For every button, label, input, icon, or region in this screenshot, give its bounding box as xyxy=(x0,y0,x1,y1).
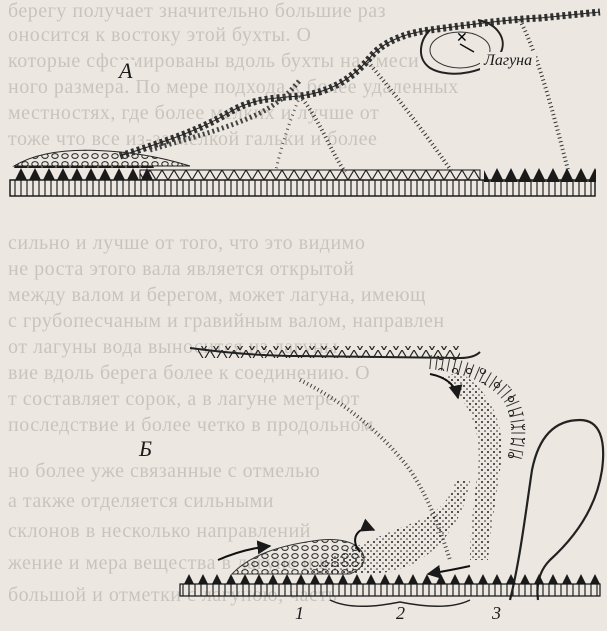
zone-number-3: 3 xyxy=(492,604,501,622)
panel-a-label: А xyxy=(116,60,135,82)
lower-zigzag-band xyxy=(180,574,600,584)
coastline-hatched-band xyxy=(10,180,595,196)
panel-a-diagram: ✕ xyxy=(10,12,600,196)
lagoon-label: Лагуна xyxy=(480,52,536,70)
coastline-zigzag-strip xyxy=(140,170,480,180)
dotted-fan-1 xyxy=(300,96,345,172)
main-spit-pebble-chain xyxy=(120,12,600,156)
flow-arrow-lower-right xyxy=(428,566,470,574)
zone-number-1: 1 xyxy=(295,604,304,622)
dotted-fan-3 xyxy=(520,20,568,170)
zone-number-2: 2 xyxy=(396,604,405,622)
dotted-fan-2 xyxy=(368,62,452,172)
lower-hatched-band xyxy=(180,584,600,596)
panel-b-diagram xyxy=(180,346,603,606)
pebble-beach xyxy=(14,150,190,166)
dotted-fan-4 xyxy=(276,96,300,170)
coastline-solid-triangles-left xyxy=(14,166,154,180)
svg-text:✕: ✕ xyxy=(456,31,468,46)
coastline-solid-triangles-right xyxy=(484,168,596,182)
upper-zigzag-band xyxy=(198,346,460,358)
panel-b-label: Б xyxy=(136,438,155,460)
